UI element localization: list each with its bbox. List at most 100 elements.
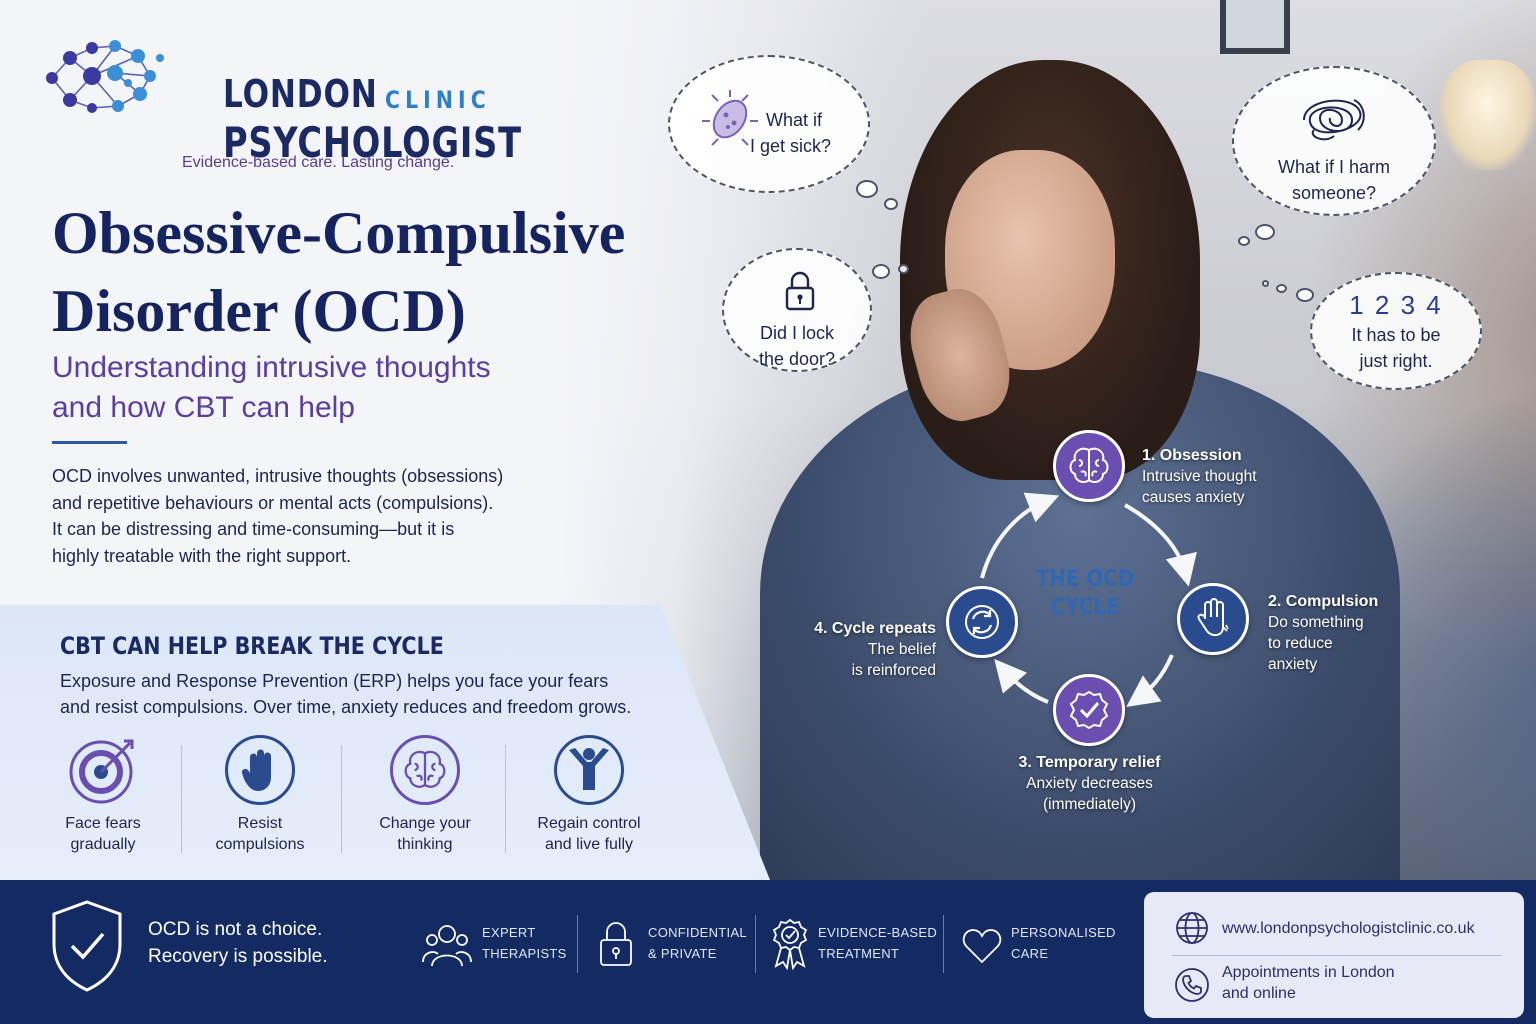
cycle-node-repeat[interactable] [946,586,1018,658]
website-link[interactable]: www.londonpsychologistclinic.co.uk [1222,920,1475,937]
people-icon [422,925,472,967]
repeat-icon [965,605,999,639]
intro-line: OCD involves unwanted, intrusive thought… [52,466,504,486]
badge-line: & PRIVATE [648,946,717,961]
divider [755,915,756,973]
badge-line: CONFIDENTIAL [648,925,747,940]
bubble-dot [1262,280,1269,287]
cbt-heading: CBT CAN HELP BREAK THE CYCLE [60,632,444,660]
wall-picture-frame [1220,0,1290,54]
award-icon [772,918,808,970]
cycle-title: THE OCD CYCLE [1027,566,1144,622]
brain-network-icon [46,40,164,113]
bubble-dot [1255,224,1275,240]
step-line: (immediately) [1042,796,1136,813]
badge-line: TREATMENT [818,946,900,961]
cycle-arrows [980,492,1197,707]
target-icon [68,735,138,805]
bubble-line: just right. [1359,351,1433,371]
step-line: Intrusive thought [1142,468,1257,485]
divider [505,745,506,853]
cycle-node-relief[interactable] [1053,674,1125,746]
benefit-label: Face fears gradually [23,813,183,855]
badge-line: CARE [1011,946,1049,961]
logo-psychologist: PSYCHOLOGIST [223,118,522,167]
hand-icon [1197,598,1229,637]
thought-bubble-lock: Did I lock the door? [722,248,872,372]
cycle-node-obsession[interactable] [1053,430,1125,502]
cbt-line: Exposure and Response Prevention (ERP) h… [60,671,609,691]
benefit-line: Resist [237,815,283,832]
intro-line: and repetitive behaviours or mental acts… [52,492,494,513]
benefit-line: compulsions [215,836,305,853]
germ-icon [702,90,758,146]
benefit-change-thinking: Change your thinking [345,735,505,855]
step-line: Anxiety decreases [1026,775,1153,792]
logo-london: LONDON [223,72,378,116]
badge-confidential: CONFIDENTIAL & PRIVATE [648,922,747,964]
bubble-dot [1238,236,1250,246]
step-line: causes anxiety [1142,489,1245,506]
cycle-step-1: 1. Obsession Intrusive thought causes an… [1142,445,1257,508]
step-title: 4. Cycle repeats [814,620,936,637]
bubble-line: Did I lock [759,323,835,343]
cycle-node-compulsion[interactable] [1177,583,1249,655]
contact-card: www.londonpsychologistclinic.co.uk Appoi… [1144,892,1524,1018]
bubble-line: someone? [1291,183,1377,203]
footer-message-line: OCD is not a choice. [148,919,323,940]
benefit-line: Change your [379,815,471,832]
step-title: 1. Obsession [1142,447,1242,464]
divider [1172,955,1502,956]
divider [577,915,578,973]
bubble-line: What if [766,110,823,130]
thought-bubble-sick: What if I get sick? [668,55,870,193]
bubble-line: It has to be [1351,325,1441,345]
lamp [1440,60,1536,170]
badge-line: PERSONALISED [1011,925,1116,940]
heart-icon [962,929,1002,964]
step-title: 2. Compulsion [1268,593,1379,610]
intro-line: It can be distressing and time-consuming… [52,519,455,539]
person-arms-up-icon [554,735,624,805]
cycle-step-3: 3. Temporary relief Anxiety decreases (i… [1012,752,1167,815]
benefit-line: Regain control [537,815,641,832]
appointments-line: Appointments in London [1222,964,1395,981]
intro-line: highly treatable with the right support. [52,545,352,566]
bubble-dot [898,264,909,274]
padlock-icon [785,271,815,311]
thought-bubble-just-right: 1 2 3 4 It has to be just right. [1310,272,1482,390]
badge-line: EXPERT [482,925,536,940]
step-line: to reduce [1268,635,1333,652]
footer-message-line: Recovery is possible. [148,946,328,967]
subtitle-line-1: Understanding intrusive thoughts [52,351,491,384]
step-line: Do something [1268,614,1364,631]
stop-hand-icon [225,735,295,805]
subtitle-line-2: and how CBT can help [52,391,355,424]
step-line: anxiety [1268,656,1318,673]
cycle-step-2: 2. Compulsion Do something to reduce anx… [1268,591,1378,675]
benefit-line: and live fully [544,836,634,853]
divider [943,915,944,973]
bubble-dot [872,264,890,279]
cycle-title-line: CYCLE [1050,595,1120,620]
footer-message: OCD is not a choice. Recovery is possibl… [148,916,328,970]
title-line-1: Obsessive-Compulsive [52,200,626,266]
appointments-text: Appointments in London and online [1222,962,1395,1004]
benefit-label: Regain control and live fully [509,813,669,855]
numbers-text: 1 2 3 4 [1349,290,1443,320]
clinic-logo[interactable]: LONDON CLINIC PSYCHOLOGIST [40,28,521,167]
divider [341,745,342,853]
phone-icon [1175,968,1209,1002]
benefit-line: gradually [70,836,136,853]
brain-icon [1069,447,1109,483]
thought-bubble-harm: What if I harm someone? [1232,66,1436,216]
step-line: The belief [867,641,936,658]
title-line-2: Disorder (OCD) [52,278,466,344]
cycle-step-4: 4. Cycle repeats The belief is reinforce… [800,618,936,681]
globe-icon [1176,912,1208,944]
bubble-line: I get sick? [750,136,832,156]
bubble-line: What if I harm [1277,157,1391,177]
benefit-line: thinking [397,836,453,853]
subtitle: Understanding intrusive thoughts and how… [52,348,612,428]
badge-line: EVIDENCE-BASED [818,925,938,940]
